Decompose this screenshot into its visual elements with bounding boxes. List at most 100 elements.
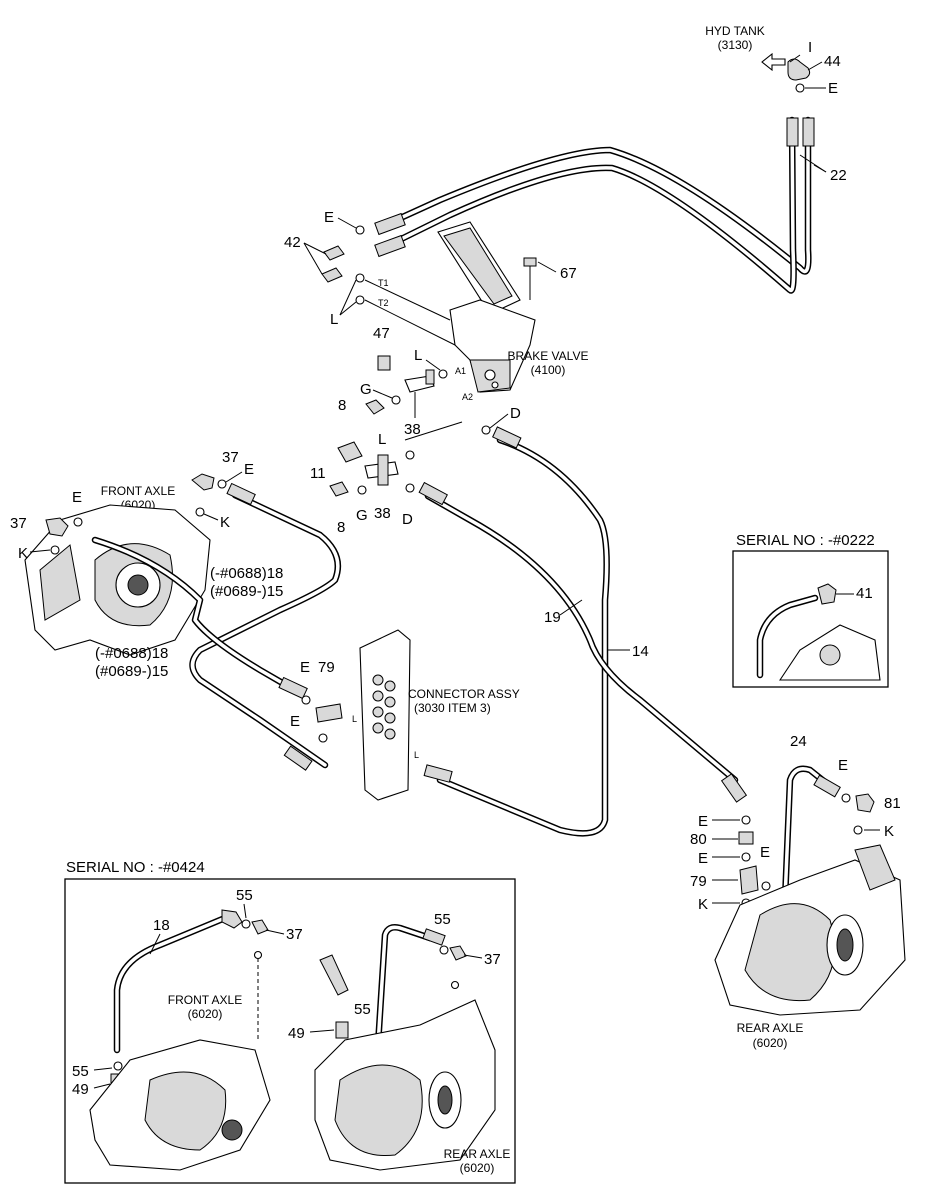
brake-valve-body: [449, 299, 536, 393]
leader-42a: [303, 242, 327, 255]
leader-l-low: [404, 421, 463, 441]
connector-fitting-2: [384, 680, 396, 692]
tee-38-lower-stub: [377, 454, 389, 486]
fitting-80: [738, 831, 754, 845]
hose-end-24: [813, 774, 841, 798]
callout-49-c: 49: [288, 1025, 305, 1042]
hose-end-18-b: [278, 676, 308, 700]
leader-19: [559, 599, 583, 616]
brake-valve-assembly: BRAKE VALVE (4100): [437, 221, 588, 393]
callout-80: 80: [690, 831, 707, 848]
inset-ra-loose-hose: [319, 954, 349, 996]
callout-e-top: E: [324, 209, 334, 226]
callout-k-fa: K: [220, 514, 230, 531]
leader-49-c: [309, 1029, 335, 1033]
connector-fitting-1: [372, 674, 384, 686]
hose-24-inner: [783, 767, 837, 902]
hose-end-18-c: [283, 745, 313, 771]
connector-assy-number: (3030 ITEM 3): [414, 701, 491, 715]
callout-l-top: L: [330, 311, 338, 328]
hose-18-label-bot-a: (-#0688)18: [95, 645, 168, 662]
callout-11: 11: [310, 465, 326, 482]
callout-e-ra: E: [838, 757, 848, 774]
front-axle-main: FRONT AXLE (6020): [24, 473, 227, 656]
leader-e-top: [337, 217, 357, 229]
o-ring-e-top: [355, 225, 365, 235]
callout-g-low: G: [356, 507, 368, 524]
callout-d-top: D: [510, 405, 521, 422]
callout-22: 22: [830, 167, 847, 184]
port-t2: T2: [378, 298, 389, 308]
o-ring-l-top-1: [355, 273, 365, 283]
inset-fa-elbow: [221, 909, 243, 929]
o-ring-e-ra3: [761, 881, 771, 891]
connector-assy-plate: [359, 629, 411, 801]
port-line-t2: [364, 299, 456, 346]
inset-ra-diff: [334, 1064, 423, 1157]
leader-49-d: [93, 1083, 111, 1089]
callout-8-low: 8: [337, 519, 345, 536]
callouts: I 44 E 22 E 42 L 67 47 L G 8 38 L D 37 E…: [10, 39, 901, 1098]
leader-e-fa: [225, 471, 243, 483]
inset-fa-number: (6020): [188, 1007, 223, 1021]
connector-fitting-6: [384, 712, 396, 724]
connector-fitting-7: [372, 722, 384, 734]
leader-37-a: [265, 929, 285, 935]
inset-ra-number: (6020): [460, 1161, 495, 1175]
hoses-22: [374, 116, 827, 294]
brake-valve-port-a: [484, 369, 496, 381]
connector-fittings: [372, 674, 396, 740]
plug-11: [337, 441, 363, 463]
serial-right-box: [732, 550, 889, 688]
o-ring-d-low: [405, 483, 415, 493]
port-a2: A2: [462, 392, 473, 402]
o-ring-g-low: [357, 485, 367, 495]
inset-ra-ring-lower: [450, 980, 460, 990]
rear-axle-bracket: [854, 844, 896, 891]
hose-end-22-c: [786, 117, 799, 147]
front-axle-hub: [127, 574, 149, 596]
leader-55-a: [243, 903, 247, 919]
callout-i: I: [808, 39, 812, 56]
callout-k-ra: K: [884, 823, 894, 840]
brake-pedal-tread: [443, 227, 513, 305]
brake-valve-number: (4100): [531, 363, 566, 377]
plug-47: [377, 355, 391, 371]
hyd-tank-label: HYD TANK: [705, 24, 765, 38]
inset-fa-hub: [221, 1119, 243, 1141]
serial-right-label: SERIAL NO : -#0222: [736, 532, 875, 549]
callout-e-79: E: [300, 659, 310, 676]
o-ring-l-mid: [438, 369, 448, 379]
inset-right-hose-inner: [758, 596, 817, 677]
hose-end-22-b: [374, 234, 406, 258]
rear-axle-hub: [836, 928, 854, 962]
hose-14-outer: [436, 436, 610, 837]
hose-18-label-bot-b: (#0689-)15: [95, 663, 168, 680]
inset-ra-label: REAR AXLE: [444, 1147, 511, 1161]
hose-18-label-top-a: (-#0688)18: [210, 565, 283, 582]
callout-55-a: 55: [236, 887, 253, 904]
inset-ra-ring-55: [439, 945, 449, 955]
o-ring-k-ra: [853, 825, 863, 835]
callout-41: 41: [856, 585, 873, 602]
callout-e-ra3: E: [760, 844, 770, 861]
callout-k-ra2: K: [698, 896, 708, 913]
callout-55-d: 55: [72, 1063, 89, 1080]
bolt-67-head: [523, 257, 537, 267]
leader-42b: [303, 242, 323, 275]
o-ring-g-top: [391, 395, 401, 405]
o-ring-l-top-2: [355, 295, 365, 305]
inset-fa-ring-49: [113, 1061, 123, 1071]
callout-37-b: 37: [484, 951, 501, 968]
callout-e-tank: E: [828, 80, 838, 97]
hoses-18-15: (-#0688)18 (#0689-)15 (-#0688)18 (#0689-…: [91, 482, 342, 771]
leader-l-mid: [425, 359, 441, 371]
open-arrow-icon: [761, 52, 786, 72]
leader-k-fa: [203, 513, 219, 521]
elbow-42-a: [323, 245, 345, 261]
hose-end-19-bottom: [720, 773, 748, 803]
serial-right-inset: SERIAL NO : -#0222: [732, 532, 889, 688]
callout-8-top: 8: [338, 397, 346, 414]
